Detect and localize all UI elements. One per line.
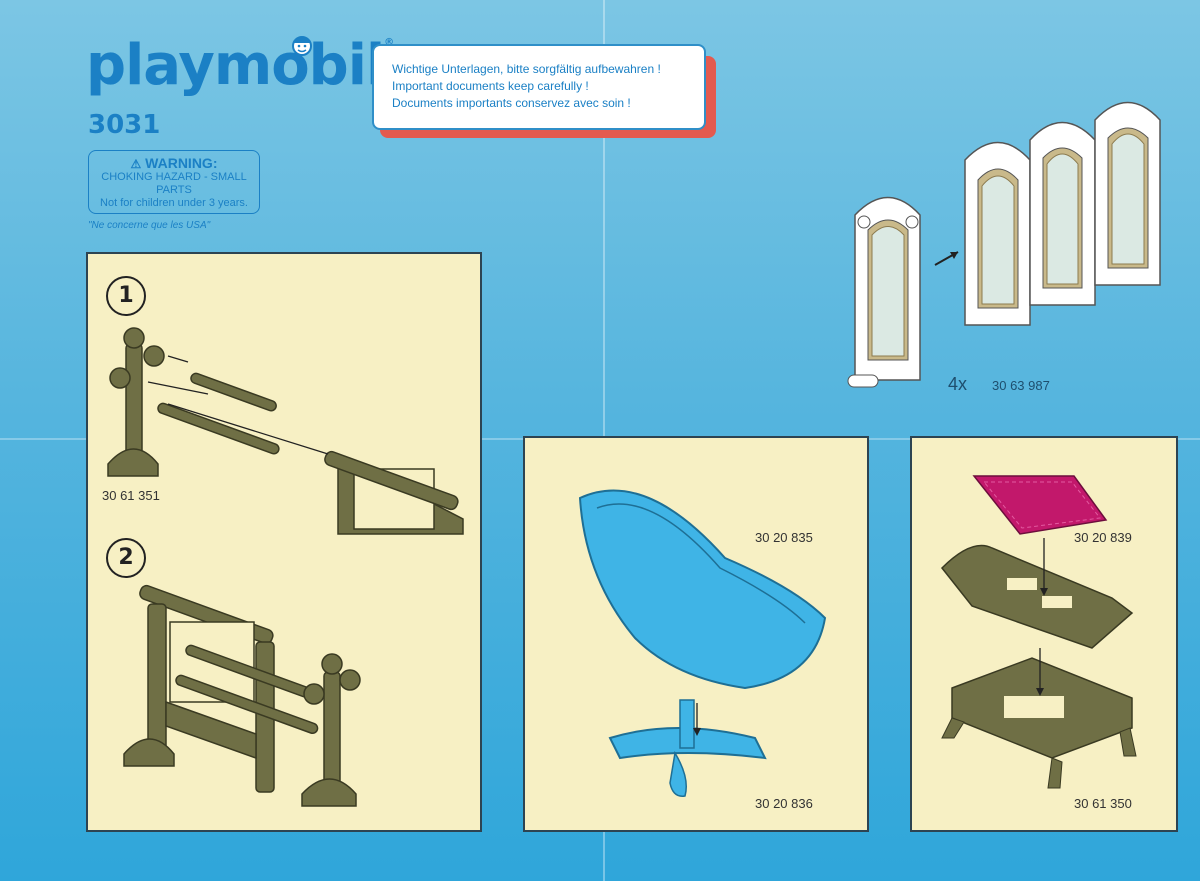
notice-french: Documents importants conservez avec soin… (392, 96, 631, 110)
warning-line-2: Not for children under 3 years. (100, 197, 248, 209)
registered-mark: ® (384, 37, 394, 48)
connected-screen-panels (964, 101, 1161, 326)
notice-german: Wichtige Unterlagen, bitte sorgfältig au… (392, 62, 661, 76)
notice-english: Important documents keep carefully ! (392, 79, 589, 93)
bench-illustration (940, 475, 1137, 789)
step-2-illustration (123, 584, 361, 807)
frame-part-number: 30 61 350 (1074, 796, 1132, 811)
brand-logo: playmobil® (86, 37, 394, 94)
model-number: 3031 (88, 110, 161, 140)
rack-part-number: 30 61 351 (102, 488, 160, 503)
arrow-head-icon (950, 252, 958, 259)
warning-triangle-icon: ⚠ (130, 157, 142, 171)
screen-quantity: 4x (948, 374, 968, 394)
warning-title: ⚠ WARNING: (130, 155, 218, 171)
choking-warning: ⚠ WARNING: CHOKING HAZARD - SMALL PARTS … (88, 150, 260, 214)
step-1-illustration (107, 327, 464, 535)
single-screen-panel (847, 196, 921, 388)
playmobil-figure-icon (292, 36, 312, 56)
step-1-marker: 1 (106, 276, 146, 316)
screen-part-number: 30 63 987 (992, 378, 1050, 393)
brand-name: playmobil (86, 33, 385, 98)
bathtub-assembly-panel: 30 20 835 30 20 836 (523, 436, 869, 832)
bench-assembly-panel: 30 20 839 30 61 350 (910, 436, 1178, 832)
usa-note: "Ne concerne que les USA" (88, 220, 211, 231)
step-2-marker: 2 (106, 538, 146, 578)
folding-screen-illustration (847, 101, 1161, 388)
tub-stand-part-number: 30 20 836 (755, 796, 813, 811)
keep-documents-notice: Wichtige Unterlagen, bitte sorgfältig au… (372, 44, 706, 130)
bathtub-illustration (578, 489, 827, 797)
cushion-part-number: 30 20 839 (1074, 530, 1132, 545)
tub-part-number: 30 20 835 (755, 530, 813, 545)
warning-line-1: CHOKING HAZARD - SMALL PARTS (101, 171, 247, 196)
towel-rack-assembly-panel: 1 30 61 351 2 (86, 252, 482, 832)
